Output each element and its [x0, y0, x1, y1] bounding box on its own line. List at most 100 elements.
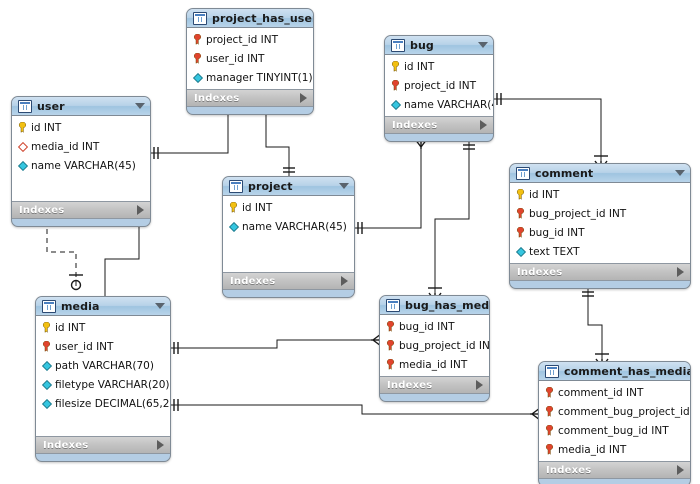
- indexes-label: Indexes: [392, 119, 438, 131]
- table-icon: [229, 179, 243, 193]
- column-row[interactable]: media_id INT: [12, 137, 150, 156]
- table-title-bar-project_has_user[interactable]: project_has_user: [187, 9, 313, 28]
- connector-media-comment_has_media: [171, 404, 538, 415]
- column-row[interactable]: name VARCHAR(45): [385, 95, 493, 114]
- column-row[interactable]: text TEXT: [510, 242, 690, 261]
- column-row[interactable]: id INT: [12, 118, 150, 137]
- column-diamond-icon: [40, 379, 53, 390]
- cardinality-one-comment-bottom: [582, 291, 594, 297]
- column-label: id INT: [529, 188, 560, 201]
- indexes-section-bug[interactable]: Indexes: [385, 117, 493, 134]
- column-row[interactable]: media_id INT: [380, 355, 489, 374]
- connector-bug-bug_has_media: [434, 141, 470, 295]
- table-icon: [545, 364, 559, 378]
- column-row[interactable]: name VARCHAR(45): [12, 156, 150, 175]
- column-label: comment_bug_id INT: [558, 424, 669, 437]
- cardinality-one-project-top: [283, 167, 295, 173]
- column-row[interactable]: id INT: [385, 57, 493, 76]
- indexes-section-user[interactable]: Indexes: [12, 202, 150, 219]
- column-row[interactable]: comment_id INT: [539, 383, 690, 402]
- column-label: bug_project_id INT: [529, 207, 627, 220]
- column-row[interactable]: id INT: [223, 198, 354, 217]
- column-row[interactable]: id INT: [36, 318, 170, 337]
- column-label: id INT: [31, 121, 62, 134]
- indexes-section-comment[interactable]: Indexes: [510, 264, 690, 281]
- table-title-bar-bug_has_media[interactable]: bug_has_media: [380, 296, 489, 315]
- indexes-label: Indexes: [517, 266, 563, 278]
- table-title-bar-comment[interactable]: comment: [510, 164, 690, 183]
- column-row[interactable]: bug_id INT: [380, 317, 489, 336]
- column-row[interactable]: media_id INT: [539, 440, 690, 459]
- primary-key-icon: [227, 202, 240, 213]
- column-label: id INT: [404, 60, 435, 73]
- table-icon: [18, 99, 32, 113]
- indexes-section-media[interactable]: Indexes: [36, 437, 170, 454]
- column-row[interactable]: manager TINYINT(1): [187, 68, 313, 87]
- table-title-bar-project[interactable]: project: [223, 177, 354, 196]
- chevron-down-icon[interactable]: [675, 170, 685, 176]
- foreign-key-icon: [514, 227, 527, 238]
- column-row[interactable]: comment_bug_id INT: [539, 421, 690, 440]
- chevron-down-icon[interactable]: [155, 303, 165, 309]
- connector-comment-comment_has_media: [587, 288, 603, 361]
- table-title-bar-media[interactable]: media: [36, 297, 170, 316]
- chevron-right-icon[interactable]: [677, 465, 684, 475]
- chevron-right-icon[interactable]: [480, 120, 487, 130]
- column-row[interactable]: comment_bug_project_id INT: [539, 402, 690, 421]
- column-row[interactable]: project_id INT: [385, 76, 493, 95]
- column-row[interactable]: path VARCHAR(70): [36, 356, 170, 375]
- chevron-down-icon[interactable]: [135, 103, 145, 109]
- foreign-key-icon: [384, 359, 397, 370]
- column-row[interactable]: user_id INT: [36, 337, 170, 356]
- foreign-key-icon: [514, 208, 527, 219]
- column-row[interactable]: user_id INT: [187, 49, 313, 68]
- chevron-right-icon[interactable]: [137, 205, 144, 215]
- table-title-bar-bug[interactable]: bug: [385, 36, 493, 55]
- indexes-section-project[interactable]: Indexes: [223, 273, 354, 290]
- indexes-label: Indexes: [387, 379, 433, 391]
- chevron-down-icon[interactable]: [478, 42, 488, 48]
- indexes-label: Indexes: [230, 275, 276, 287]
- table-bottom-strip: [380, 394, 489, 401]
- cardinality-zero-or-one-media-top: [69, 274, 83, 291]
- column-row[interactable]: bug_id INT: [510, 223, 690, 242]
- table-card-comment[interactable]: comment id INT bug_project_id INT bug_id IN…: [509, 163, 691, 289]
- indexes-section-comment_has_media[interactable]: Indexes: [539, 462, 690, 479]
- indexes-section-project_has_user[interactable]: Indexes: [187, 90, 313, 107]
- column-row[interactable]: bug_project_id INT: [510, 204, 690, 223]
- chevron-down-icon[interactable]: [339, 183, 349, 189]
- column-label: media_id INT: [399, 358, 468, 371]
- column-row[interactable]: filesize DECIMAL(65,2): [36, 394, 170, 413]
- column-row[interactable]: id INT: [510, 185, 690, 204]
- chevron-right-icon[interactable]: [341, 276, 348, 286]
- table-title-bar-user[interactable]: user: [12, 97, 150, 116]
- column-row[interactable]: bug_project_id INT: [380, 336, 489, 355]
- chevron-right-icon[interactable]: [677, 267, 684, 277]
- foreign-key-icon: [543, 387, 556, 398]
- foreign-key-icon: [384, 321, 397, 332]
- column-row[interactable]: project_id INT: [187, 30, 313, 49]
- column-row[interactable]: filetype VARCHAR(20): [36, 375, 170, 394]
- column-label: manager TINYINT(1): [206, 71, 313, 84]
- foreign-key-icon: [191, 53, 204, 64]
- indexes-section-bug_has_media[interactable]: Indexes: [380, 377, 489, 394]
- column-row[interactable]: name VARCHAR(45): [223, 217, 354, 236]
- foreign-key-icon: [384, 340, 397, 351]
- chevron-right-icon[interactable]: [300, 93, 307, 103]
- table-title-bar-comment_has_media[interactable]: comment_has_media: [539, 362, 690, 381]
- nullable-foreign-key-icon: [16, 141, 29, 152]
- chevron-right-icon[interactable]: [476, 380, 483, 390]
- chevron-right-icon[interactable]: [157, 440, 164, 450]
- foreign-key-icon: [543, 425, 556, 436]
